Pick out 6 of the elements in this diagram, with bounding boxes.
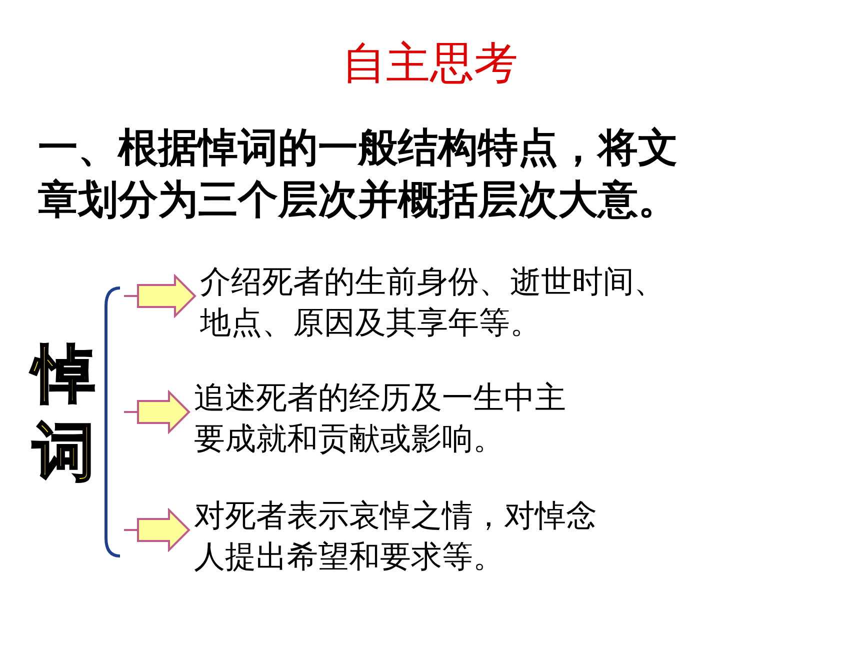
slide-title: 自主思考 xyxy=(341,37,519,91)
question-text: 一、根据悼词的一般结构特点，将文章划分为三个层次并概括层次大意。 xyxy=(38,124,679,225)
paragraph-text: 追述死者的经历及一生中主要成就和贡献或影响。 xyxy=(193,379,567,459)
paragraph-text: 介绍死者的生前身份、逝世时间、地点、原因及其享年等。 xyxy=(199,263,666,343)
topic-text: 悼词 xyxy=(28,335,100,491)
paragraph-text: 对死者表示哀悼之情，对悼念人提出希望和要求等。 xyxy=(193,497,598,577)
